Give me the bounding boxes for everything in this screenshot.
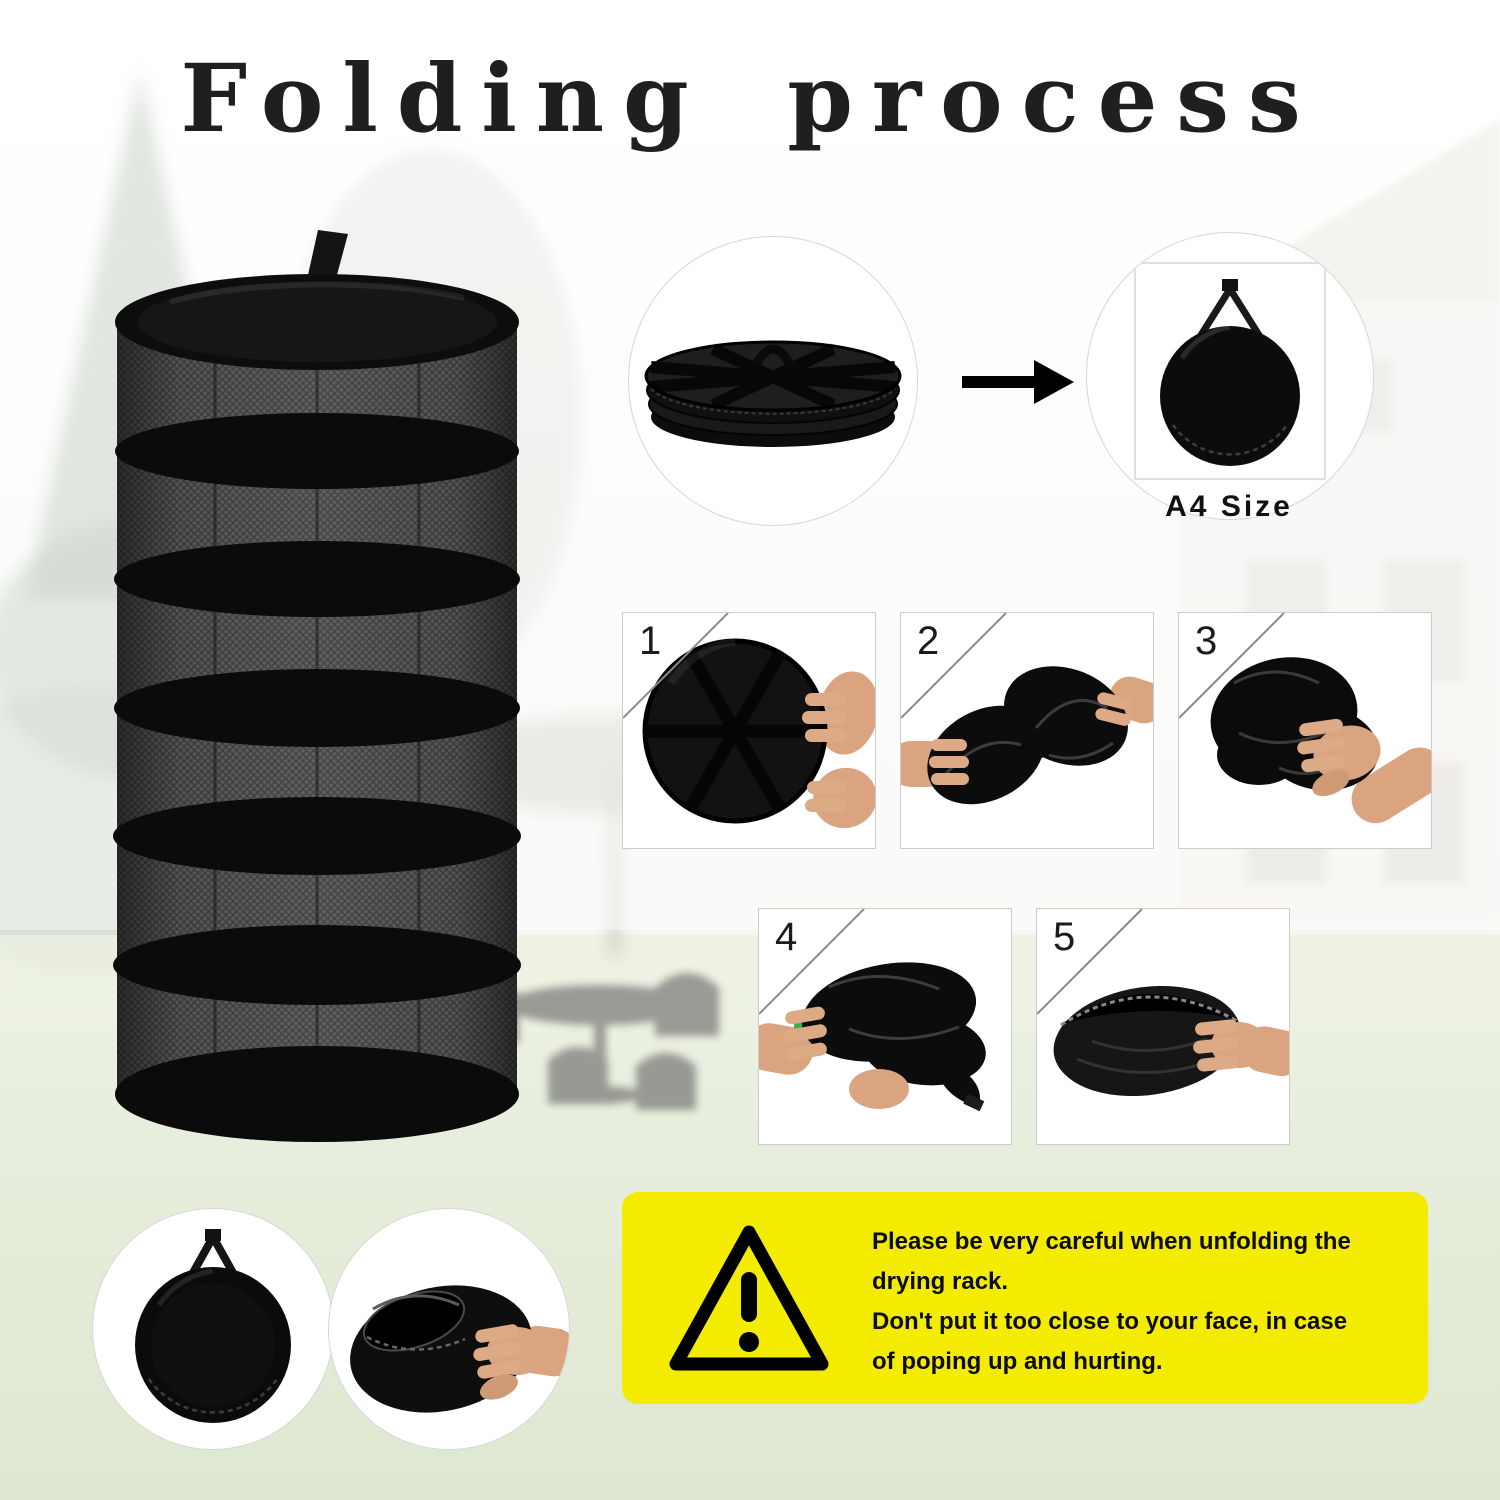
warning-triangle-icon [669, 1225, 829, 1371]
drying-rack-illustration [113, 230, 521, 1142]
step-2-illustration [901, 666, 1153, 805]
carry-bag-closed-illustration [135, 1229, 291, 1423]
page-title: Folding process [180, 44, 1320, 154]
arrow-right-icon [962, 360, 1074, 404]
carry-bag-illustration [1134, 262, 1326, 480]
step-number: 2 [917, 619, 940, 663]
step-number: 1 [639, 619, 662, 663]
step-card-3: 3 [1178, 612, 1432, 849]
warning-line: Please be very careful when unfolding th… [872, 1228, 1351, 1255]
warning-line: drying rack. [872, 1268, 1009, 1295]
folded-rack-circle [628, 236, 918, 526]
step-3-illustration [1210, 657, 1431, 824]
step-corner-line [623, 613, 729, 719]
step-card-1: 1 [622, 612, 876, 849]
step-number: 4 [775, 915, 798, 959]
step-4-illustration [759, 962, 986, 1112]
folded-rack-illustration [644, 340, 902, 447]
step-corner-line [759, 909, 865, 1015]
step-corner-line [1179, 613, 1285, 719]
carry-bag-open-circle [328, 1208, 570, 1450]
warning-line: of poping up and hurting. [872, 1348, 1163, 1375]
carry-handle [752, 344, 794, 368]
warning-text: Please be very careful when unfolding th… [872, 1222, 1412, 1382]
step-corner-line [901, 613, 1007, 719]
a4-size-label: A4 Size [1165, 490, 1293, 523]
step-5-illustration [1053, 985, 1289, 1097]
step-card-2: 2 [900, 612, 1154, 849]
step-corner-line [1037, 909, 1143, 1015]
step-number: 3 [1195, 619, 1218, 663]
hanging-strap [306, 230, 348, 286]
carry-bag-circle [1086, 232, 1374, 520]
warning-box: Please be very careful when unfolding th… [622, 1192, 1428, 1404]
step-1-illustration [642, 637, 875, 829]
step-card-4: 4 [758, 908, 1012, 1145]
carry-bag-open-illustration [350, 1285, 569, 1413]
warning-line: Don't put it too close to your face, in … [872, 1308, 1348, 1335]
step-number: 5 [1053, 915, 1076, 959]
carry-bag-closed-circle [92, 1208, 334, 1450]
step-card-5: 5 [1036, 908, 1290, 1145]
